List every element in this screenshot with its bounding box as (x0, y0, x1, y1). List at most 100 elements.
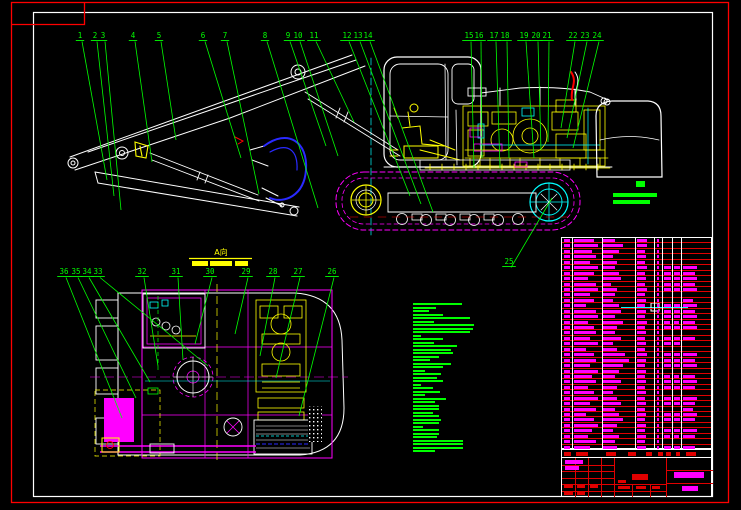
title-block-rule (562, 484, 666, 485)
bom-row (562, 352, 711, 358)
plan-engine (255, 299, 307, 421)
bom-cell-text (674, 336, 680, 340)
bom-cell-text (564, 304, 570, 308)
bom-cell-text (674, 413, 680, 416)
bom-cell-text (564, 336, 570, 340)
bom-cell-text (683, 298, 693, 302)
callout-leader (547, 41, 550, 143)
bom-row (562, 407, 711, 412)
bom-cell-text (664, 282, 671, 286)
bom-cell-text (657, 413, 659, 416)
bom-cell-text (574, 326, 594, 329)
bom-cell-text (683, 418, 695, 422)
bom-cell-text (574, 331, 596, 335)
bom-cell-text (603, 418, 623, 422)
bom-row (562, 363, 711, 369)
bom-cell-text (664, 434, 670, 438)
callout-label: 35 (71, 267, 80, 276)
bom-cell-text (664, 413, 671, 416)
callout-leader (566, 41, 588, 139)
callout-leader (572, 41, 600, 149)
bom-row (562, 347, 711, 353)
callout-leader (194, 277, 213, 345)
bom-cell-text (564, 358, 570, 362)
bom-cell-text (564, 385, 570, 389)
bom-cell-text (637, 380, 646, 384)
technical-notes-block (413, 303, 493, 463)
bom-cell-text (637, 266, 647, 270)
bom-cell-text (564, 260, 570, 264)
callout-leader (348, 41, 411, 197)
callout-leader (275, 277, 301, 379)
bom-cell-text (564, 287, 570, 291)
bom-cell-text (603, 429, 613, 433)
bom-row (562, 243, 711, 249)
bom-cell-text (574, 369, 598, 373)
plan-swing-bearing (172, 356, 214, 398)
bom-cell-text (637, 326, 645, 329)
engine-accents (469, 107, 601, 168)
bom-cell-text (657, 239, 659, 242)
bom-cell-text (603, 358, 629, 362)
bom-row (562, 271, 711, 277)
bom-row (562, 309, 711, 315)
operator-seat (389, 103, 461, 161)
bom-cell-text (683, 315, 697, 319)
bom-cell-text (564, 326, 570, 329)
bom-cell-text (574, 445, 590, 449)
bom-cell-text (683, 434, 695, 438)
bom-header-text (666, 452, 671, 456)
bom-cell-text (657, 358, 659, 362)
note-heading (636, 181, 645, 187)
bom-cell-text (574, 374, 592, 378)
bom-cell-text (683, 358, 695, 362)
bom-cell-text (603, 347, 617, 351)
bom-cell-text (664, 374, 670, 378)
bom-cell-text (564, 315, 570, 319)
technical-note-line (413, 324, 474, 326)
bom-row (562, 254, 711, 260)
bom-header-text (564, 452, 571, 456)
bom-cell-text (683, 336, 695, 340)
bom-cell-text (664, 309, 671, 313)
bom-cell-text (637, 277, 646, 281)
technical-note-line (413, 450, 435, 452)
bom-cell-text (603, 364, 623, 368)
bom-cell-text (664, 402, 671, 406)
bom-cell-text (683, 277, 697, 281)
bom-row (562, 292, 711, 298)
bom-cell-text (574, 423, 598, 427)
counterweight (419, 97, 663, 178)
bom-cell-text (564, 239, 570, 242)
bom-cell-text (674, 304, 680, 308)
undercarriage (335, 171, 581, 231)
callout-label: 26 (327, 267, 337, 276)
bom-row (562, 341, 711, 347)
technical-note-line (413, 313, 443, 316)
bom-row (562, 428, 711, 434)
bom-cell-text (674, 277, 680, 281)
parts-list-table (561, 237, 712, 451)
callout-label: 30 (205, 267, 215, 276)
bom-cell-text (574, 298, 594, 302)
callout-label: 19 (519, 31, 528, 40)
bom-cell-text (574, 271, 594, 275)
callout-leader (143, 277, 159, 367)
view-label-title: A向 (214, 247, 227, 257)
bom-cell-text (574, 385, 588, 389)
plan-radiator (253, 419, 313, 455)
title-block-rule (666, 470, 713, 471)
callout-label: 24 (592, 31, 602, 40)
bom-cell-text (564, 402, 570, 406)
callout-leader (298, 277, 335, 417)
bom-cell-text (664, 418, 671, 422)
callout-leader (506, 41, 510, 159)
bom-cell-text (683, 353, 697, 357)
bom-cell-text (574, 239, 594, 242)
bom-cell-text (564, 266, 570, 270)
bom-cell-text (574, 304, 586, 308)
bom-cell-text (657, 440, 659, 444)
bom-cell-text (603, 396, 617, 400)
callout-leader (77, 277, 137, 399)
